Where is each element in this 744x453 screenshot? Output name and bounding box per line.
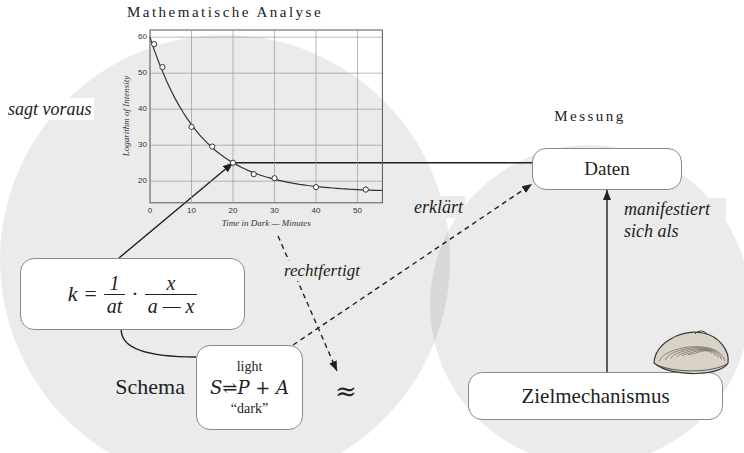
data-box: Daten	[532, 148, 682, 190]
grid-line	[150, 73, 382, 74]
region-heading: Messung	[430, 108, 744, 125]
approx-symbol: ≈	[335, 376, 357, 406]
tick-label: 40	[306, 206, 326, 216]
tick-label: 10	[182, 206, 202, 216]
equation: k = 1at· xa — x	[68, 272, 198, 317]
growth-line	[688, 351, 709, 355]
grid-line	[150, 109, 382, 110]
growth-line	[682, 350, 712, 355]
grid-line	[150, 37, 382, 38]
mechanism-box: Zielmechanismus	[468, 372, 723, 420]
tick-label: 30	[265, 206, 285, 216]
tick-label: 50	[348, 206, 368, 216]
plot-graphic	[118, 22, 393, 232]
reaction-condition: “dark”	[231, 400, 268, 418]
growth-line	[671, 349, 718, 359]
axis-title: Time in Dark — Minutes	[150, 218, 382, 229]
schema-box: SchemalightS⇌P + A“dark”	[196, 345, 303, 430]
denominator: a — x	[145, 295, 198, 317]
reaction-equation: S⇌P + A	[210, 376, 289, 400]
tick-label: 50	[138, 68, 147, 78]
equation-term: k =	[68, 281, 98, 307]
shell-outline	[654, 332, 728, 373]
edge-label: erklärt	[412, 196, 465, 218]
box-label: Zielmechanismus	[521, 384, 669, 409]
data-point	[230, 160, 235, 165]
data-point	[313, 185, 318, 190]
tick-label: 60	[138, 32, 147, 42]
plot-frame	[150, 30, 382, 203]
reaction-condition: light	[237, 358, 263, 376]
tick-label: 20	[223, 206, 243, 216]
reaction-scheme: lightS⇌P + A“dark”	[210, 358, 289, 418]
tick-label: 30	[138, 140, 147, 150]
tick-label: 40	[138, 104, 147, 114]
data-point	[160, 65, 165, 70]
denominator: at	[104, 295, 126, 317]
grid-line	[233, 30, 234, 203]
grid-line	[357, 30, 358, 203]
data-point	[189, 124, 194, 129]
data-point	[210, 144, 215, 149]
growth-line	[677, 349, 715, 357]
axis-title: Logarithm of Intensity	[120, 30, 132, 203]
shell-lip	[657, 364, 727, 371]
data-point	[152, 42, 157, 47]
box-label: Daten	[584, 158, 629, 180]
equation-box: k = 1at· xa — x	[20, 258, 245, 330]
equation-term: ·	[131, 281, 138, 307]
numerator: 1	[104, 272, 126, 295]
relation-label: rechtfertigt	[281, 261, 363, 281]
measurement-circle: MessungDatenZielmechanismus	[430, 145, 744, 453]
schema-heading: Schema	[115, 374, 185, 400]
numerator: x	[145, 272, 198, 295]
tick-label: 20	[138, 176, 147, 186]
clam-illustration	[651, 325, 731, 381]
growth-line	[665, 348, 721, 360]
shell-umbo	[695, 331, 707, 334]
grid-line	[150, 181, 382, 182]
edge-label: manifestiert sich als	[622, 198, 726, 242]
fraction: 1at	[104, 272, 126, 317]
fraction: xa — x	[145, 272, 198, 317]
data-point	[363, 187, 368, 192]
region-heading: Mathematische Analyse	[0, 4, 450, 21]
fit-curve	[150, 37, 382, 190]
decay-plot: 60 50 40 30 20 0 10 20 30 40 50Time in Dark — Minu…	[118, 22, 393, 232]
grid-line	[316, 30, 317, 203]
grid-line	[191, 30, 192, 203]
data-point	[251, 172, 256, 177]
data-point	[272, 176, 277, 181]
tick-label: 0	[140, 206, 160, 216]
grid-line	[150, 145, 382, 146]
growth-line	[660, 347, 725, 362]
grid-line	[150, 30, 151, 203]
edge-label: sagt voraus	[6, 98, 94, 120]
